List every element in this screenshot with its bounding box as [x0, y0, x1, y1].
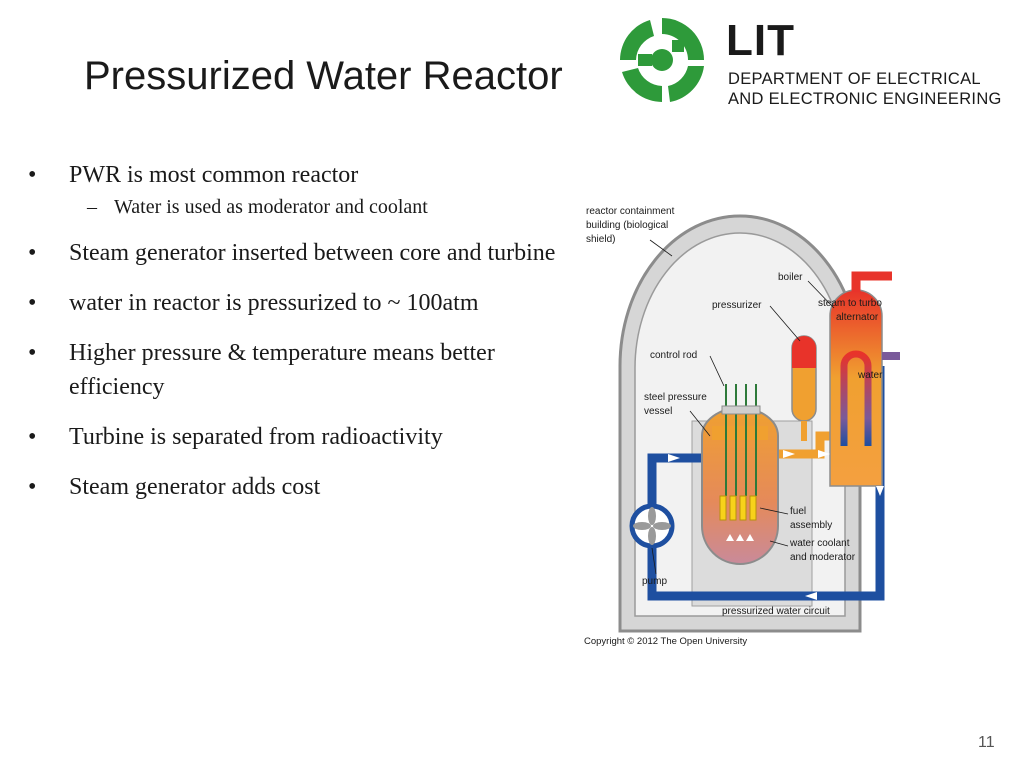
label-pump: pump [642, 576, 667, 587]
label-boiler: boiler [778, 272, 803, 283]
pwr-diagram: reactor containment building (biological… [584, 206, 900, 647]
steel-pressure-vessel [701, 407, 779, 565]
diagram-copyright: Copyright © 2012 The Open University [584, 636, 747, 647]
lit-emblem-icon [620, 18, 704, 102]
logo-brand: LIT [726, 16, 795, 65]
lit-logo: LIT DEPARTMENT OF ELECTRICAL AND ELECTRO… [612, 10, 1017, 115]
label-pressurizer: pressurizer [712, 300, 762, 311]
control-rods [725, 384, 757, 496]
label-coolant-1: water coolant [789, 538, 850, 549]
page-number: 11 [978, 734, 995, 751]
bullet-item: Higher pressure & temperature means bett… [28, 336, 573, 404]
label-containment-3: shield) [586, 234, 615, 245]
label-steam-2: alternator [836, 312, 879, 323]
label-vessel-2: vessel [644, 406, 672, 417]
label-control-rod: control rod [650, 350, 697, 361]
logo-line-2: AND ELECTRONIC ENGINEERING [728, 90, 1002, 108]
sub-bullet-item: Water is used as moderator and coolant [28, 194, 573, 220]
label-circuit: pressurized water circuit [722, 606, 830, 617]
label-vessel-1: steel pressure [644, 392, 707, 403]
pump-icon [629, 503, 675, 549]
label-containment-2: building (biological [586, 220, 668, 231]
bullet-item: water in reactor is pressurized to ~ 100… [28, 286, 573, 320]
bullet-item: Steam generator inserted between core an… [28, 236, 573, 270]
label-steam-1: steam to turbo [818, 298, 882, 309]
bullet-item: Turbine is separated from radioactivity [28, 420, 573, 454]
label-coolant-2: and moderator [790, 552, 856, 563]
bullet-list: PWR is most common reactor Water is used… [28, 158, 573, 520]
label-containment-1: reactor containment [586, 206, 675, 217]
label-fuel-1: fuel [790, 506, 806, 517]
label-water: water [857, 370, 883, 381]
fuel-assembly [719, 495, 757, 521]
bullet-item: PWR is most common reactor [28, 158, 573, 192]
label-fuel-2: assembly [790, 520, 832, 531]
bullet-item: Steam generator adds cost [28, 470, 573, 504]
logo-line-1: DEPARTMENT OF ELECTRICAL [728, 70, 981, 88]
steam-pipe [851, 271, 892, 292]
slide-title: Pressurized Water Reactor [84, 54, 563, 98]
